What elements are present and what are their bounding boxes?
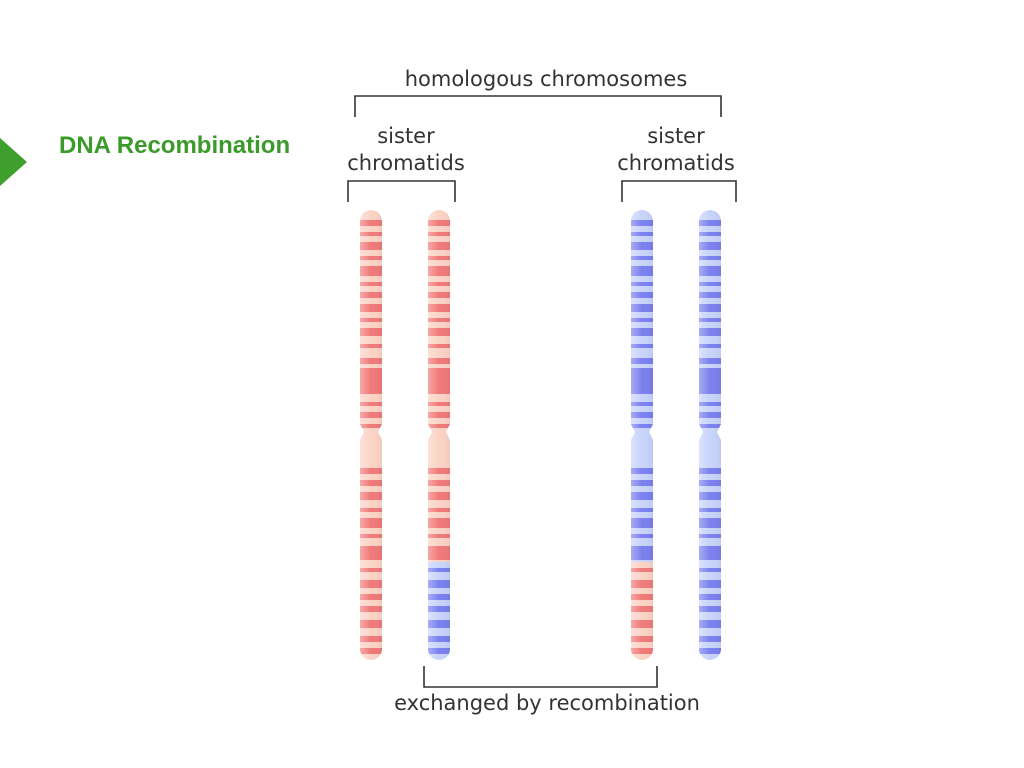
left-sister-bracket <box>347 180 456 202</box>
chromatid-red-1 <box>360 210 382 660</box>
left-sister-label-line2: chromatids <box>347 151 465 175</box>
chromatid-blue-1 <box>631 210 653 660</box>
right-sister-label-line1: sister <box>647 124 705 148</box>
homologous-bracket <box>354 95 722 117</box>
right-sister-label-line2: chromatids <box>617 151 735 175</box>
homologous-label: homologous chromosomes <box>405 67 688 91</box>
recombination-label: exchanged by recombination <box>394 691 700 715</box>
slide-title: DNA Recombination <box>59 132 291 159</box>
left-sister-label-line1: sister <box>377 124 435 148</box>
chromatid-blue-2 <box>699 210 721 660</box>
recombination-bracket <box>423 666 658 688</box>
bullet-arrow-icon <box>0 138 27 186</box>
right-sister-bracket <box>621 180 737 202</box>
chromatid-red-2 <box>428 210 450 660</box>
